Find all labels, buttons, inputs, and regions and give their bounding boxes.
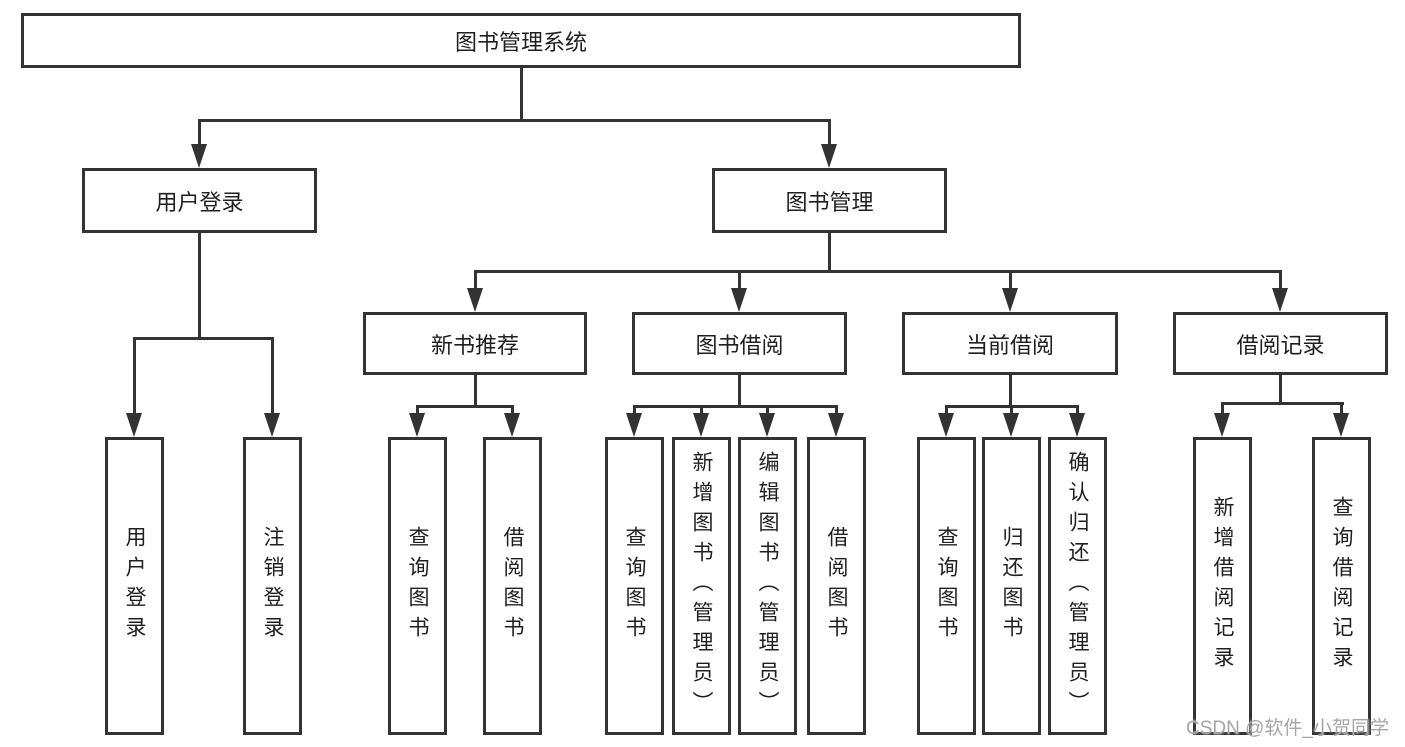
connector-vline [198, 119, 201, 149]
connector-vline [828, 233, 831, 271]
connector-vline [474, 374, 477, 405]
arrow-down-icon [759, 413, 775, 437]
connector-vline [133, 337, 136, 417]
connector-vline [1009, 375, 1012, 405]
connector-vline [738, 270, 741, 290]
leaf-records-add-record: 新增借阅记录 [1193, 437, 1252, 735]
connector-vline [1076, 405, 1079, 419]
arrow-down-icon [409, 413, 425, 437]
connector-vline [835, 405, 838, 419]
arrow-down-icon [938, 413, 954, 437]
node-book-management: 图书管理 [712, 168, 947, 233]
node-current-borrow: 当前借阅 [902, 312, 1118, 375]
connector-vline [700, 405, 703, 419]
connector-vline [1340, 402, 1343, 416]
arrow-down-icon [264, 413, 280, 437]
node-new-book-recommend: 新书推荐 [363, 312, 587, 375]
arrow-down-icon [1069, 413, 1085, 437]
node-book-borrow: 图书借阅 [632, 312, 847, 375]
arrow-down-icon [1272, 288, 1288, 312]
node-library-system: 图书管理系统 [21, 13, 1021, 68]
connector-vline [828, 119, 831, 149]
arrow-down-icon [1333, 413, 1349, 437]
leaf-borrow-edit-books-admin: 编辑图书（管理员） [738, 437, 797, 735]
node-borrow-records: 借阅记录 [1173, 312, 1388, 375]
connector-hline [133, 337, 274, 340]
leaf-newbook-query-books: 查询图书 [388, 437, 447, 735]
connector-vline [1279, 375, 1282, 405]
leaf-borrow-query-books: 查询图书 [605, 437, 664, 735]
arrow-down-icon [693, 413, 709, 437]
leaf-current-confirm-return-admin: 确认归还（管理员） [1048, 437, 1107, 735]
connector-vline [1279, 270, 1282, 290]
node-user-login: 用户登录 [82, 168, 317, 233]
arrow-down-icon [191, 144, 207, 168]
leaf-user-login: 用户登录 [105, 437, 164, 735]
connector-vline [945, 405, 948, 419]
leaf-current-return-books: 归还图书 [982, 437, 1041, 735]
arrow-down-icon [828, 413, 844, 437]
connector-hline [1221, 402, 1344, 405]
csdn-watermark: CSDN @软件_小贺同学 [1186, 718, 1389, 739]
arrow-down-icon [1003, 413, 1019, 437]
leaf-current-query-books: 查询图书 [917, 437, 976, 735]
arrow-down-icon [821, 144, 837, 168]
connector-vline [1010, 405, 1013, 419]
connector-hline [633, 405, 838, 408]
connector-vline [474, 270, 477, 290]
connector-hline [474, 270, 1282, 273]
arrow-down-icon [1002, 288, 1018, 312]
leaf-borrow-add-books-admin: 新增图书（管理员） [672, 437, 731, 735]
connector-vline [520, 68, 523, 120]
arrow-down-icon [504, 413, 520, 437]
connector-vline [198, 233, 201, 337]
connector-vline [766, 405, 769, 419]
connector-vline [1221, 402, 1224, 416]
connector-vline [738, 374, 741, 405]
leaf-newbook-borrow-books: 借阅图书 [483, 437, 542, 735]
connector-hline [198, 119, 831, 122]
arrow-down-icon [1214, 413, 1230, 437]
connector-vline [633, 405, 636, 419]
connector-vline [416, 405, 419, 419]
arrow-down-icon [467, 288, 483, 312]
arrow-down-icon [731, 288, 747, 312]
connector-hline [416, 405, 514, 408]
leaf-logout: 注销登录 [243, 437, 302, 735]
connector-vline [271, 337, 274, 417]
connector-vline [1009, 270, 1012, 290]
leaf-borrow-borrow-books: 借阅图书 [807, 437, 866, 735]
arrow-down-icon [126, 413, 142, 437]
connector-vline [511, 405, 514, 419]
leaf-records-query-record: 查询借阅记录 [1312, 437, 1371, 735]
arrow-down-icon [626, 413, 642, 437]
